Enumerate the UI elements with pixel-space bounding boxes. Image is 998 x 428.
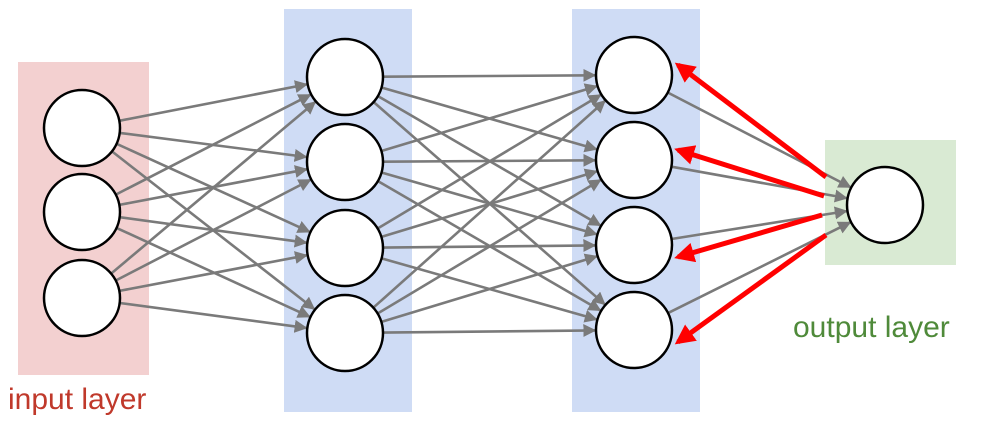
connection-l1-n3-to-l2-n3	[119, 251, 308, 293]
output-layer-label: output layer	[793, 311, 950, 344]
backprop-arrow-2	[674, 145, 825, 199]
connection-l1-n3-to-l2-n1	[110, 101, 317, 275]
connection-l1-n3-to-l2-n2	[115, 178, 312, 282]
hidden-1-neuron-2	[305, 122, 385, 202]
connection-l2-n4-to-l3-n4	[382, 324, 597, 338]
input-neuron-1	[42, 88, 122, 168]
connection-l1-n1-to-l2-n1	[119, 80, 308, 123]
connection-l2-n1-to-l3-n1	[382, 68, 597, 82]
hidden-1-neuron-4	[305, 293, 385, 373]
hidden-1-neuron-1	[305, 37, 385, 117]
connection-l2-n3-to-l3-n1	[376, 93, 602, 230]
connection-l2-n4-to-l3-n2	[376, 178, 602, 315]
connection-l2-n4-to-l3-n3	[381, 253, 598, 324]
input-layer-label: input layer	[8, 383, 147, 416]
connection-l2-n2-to-l3-n1	[381, 83, 598, 153]
backprop-arrow-3	[674, 212, 823, 263]
input-neuron-3	[42, 258, 122, 338]
backprop-arrows	[674, 62, 828, 345]
hidden-2-neuron-1	[594, 35, 674, 115]
connection-l1-n3-to-l2-n4	[119, 301, 308, 333]
backprop-arrow-1	[674, 62, 828, 179]
hidden-2-neuron-4	[594, 290, 674, 370]
hidden-1-neuron-3	[305, 208, 385, 288]
connection-l1-n2-to-l2-n1	[115, 93, 312, 196]
input-neuron-2	[42, 172, 122, 252]
neurons	[42, 35, 925, 373]
connection-l2-n4-to-l3-n1	[372, 100, 606, 309]
output-neuron-1	[845, 165, 925, 245]
hidden-2-neuron-2	[594, 120, 674, 200]
hidden-2-neuron-3	[594, 205, 674, 285]
forward-connections	[110, 68, 852, 338]
backprop-arrow-4	[674, 232, 828, 345]
